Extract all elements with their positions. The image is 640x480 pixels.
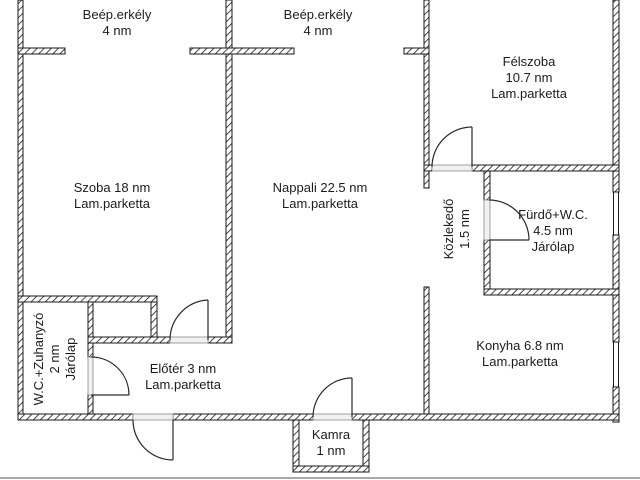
window-furdo [613, 191, 619, 236]
room-label-furdo-wc: Fürdő+W.C. 4.5 nm Járólap [518, 207, 588, 254]
door-felszoba [431, 126, 473, 168]
wall-furdo-left-upper [483, 167, 491, 201]
room-label-wc-zuhanyzo: W.C.+Zuhanyzó 2 nm Járólap [31, 312, 78, 406]
wall-bottom-outer-a [17, 413, 134, 421]
wall-right-outer-top [612, 0, 620, 193]
threshold-wc [87, 356, 94, 396]
threshold-szoba [169, 336, 209, 344]
room-label-felszoba: Félszoba 10.7 nm Lam.parketta [491, 54, 567, 101]
window-konyha [613, 341, 619, 388]
wall-kamra-left [292, 419, 300, 473]
threshold-entrance [132, 413, 174, 421]
wall-szoba-bottom [17, 295, 158, 303]
room-label-szoba: Szoba 18 nm Lam.parketta [73, 180, 151, 211]
room-label-konyha: Konyha 6.8 nm Lam.parketta [476, 338, 564, 369]
door-kamra [312, 377, 353, 418]
doors [90, 126, 530, 461]
wall-balcony-sill-b [189, 47, 295, 55]
room-label-balcony-right: Beép.erkély 4 nm [283, 7, 353, 38]
room-label-kamra: Kamra 1 nm [311, 427, 351, 458]
wall-nook-right [150, 295, 158, 344]
door-entrance [132, 419, 174, 461]
door-wc-zuhanyzo [90, 356, 130, 396]
wall-left-outer [17, 0, 24, 421]
wall-furdo-left-lower [483, 239, 491, 296]
wall-furdo-bottom [483, 288, 620, 296]
wall-felszoba-bottom-b [471, 164, 620, 172]
wall-bottom-outer-b [172, 413, 314, 421]
threshold-felszoba [431, 164, 473, 172]
room-label-nappali: Nappali 22.5 nm Lam.parketta [272, 180, 368, 211]
wall-eloter-top-b [207, 336, 233, 344]
door-szoba [169, 299, 209, 341]
wall-balcony-sill-c [403, 47, 430, 55]
room-label-balcony-left: Beép.erkély 4 nm [82, 7, 152, 38]
wall-wc-right-upper [87, 295, 94, 358]
room-label-kozlekedo: Közlekedő 1.5 nm [441, 198, 472, 260]
threshold-kamra [312, 413, 353, 421]
threshold-furdo [483, 199, 491, 241]
wall-kamra-right [362, 419, 370, 473]
footer-divider [0, 477, 640, 479]
door-furdo [488, 199, 530, 241]
wall-eloter-top-a [87, 336, 171, 344]
wall-konyha-left [423, 286, 430, 421]
wall-balcony-sill-a [17, 47, 66, 55]
wall-kamra-bottom [292, 465, 370, 473]
wall-felszoba-bottom-a [423, 164, 433, 172]
wall-bottom-outer-c [351, 413, 620, 421]
wall-felszoba-left [423, 0, 430, 189]
windows [613, 191, 619, 388]
room-label-eloter: Előtér 3 nm Lam.parketta [145, 361, 221, 392]
